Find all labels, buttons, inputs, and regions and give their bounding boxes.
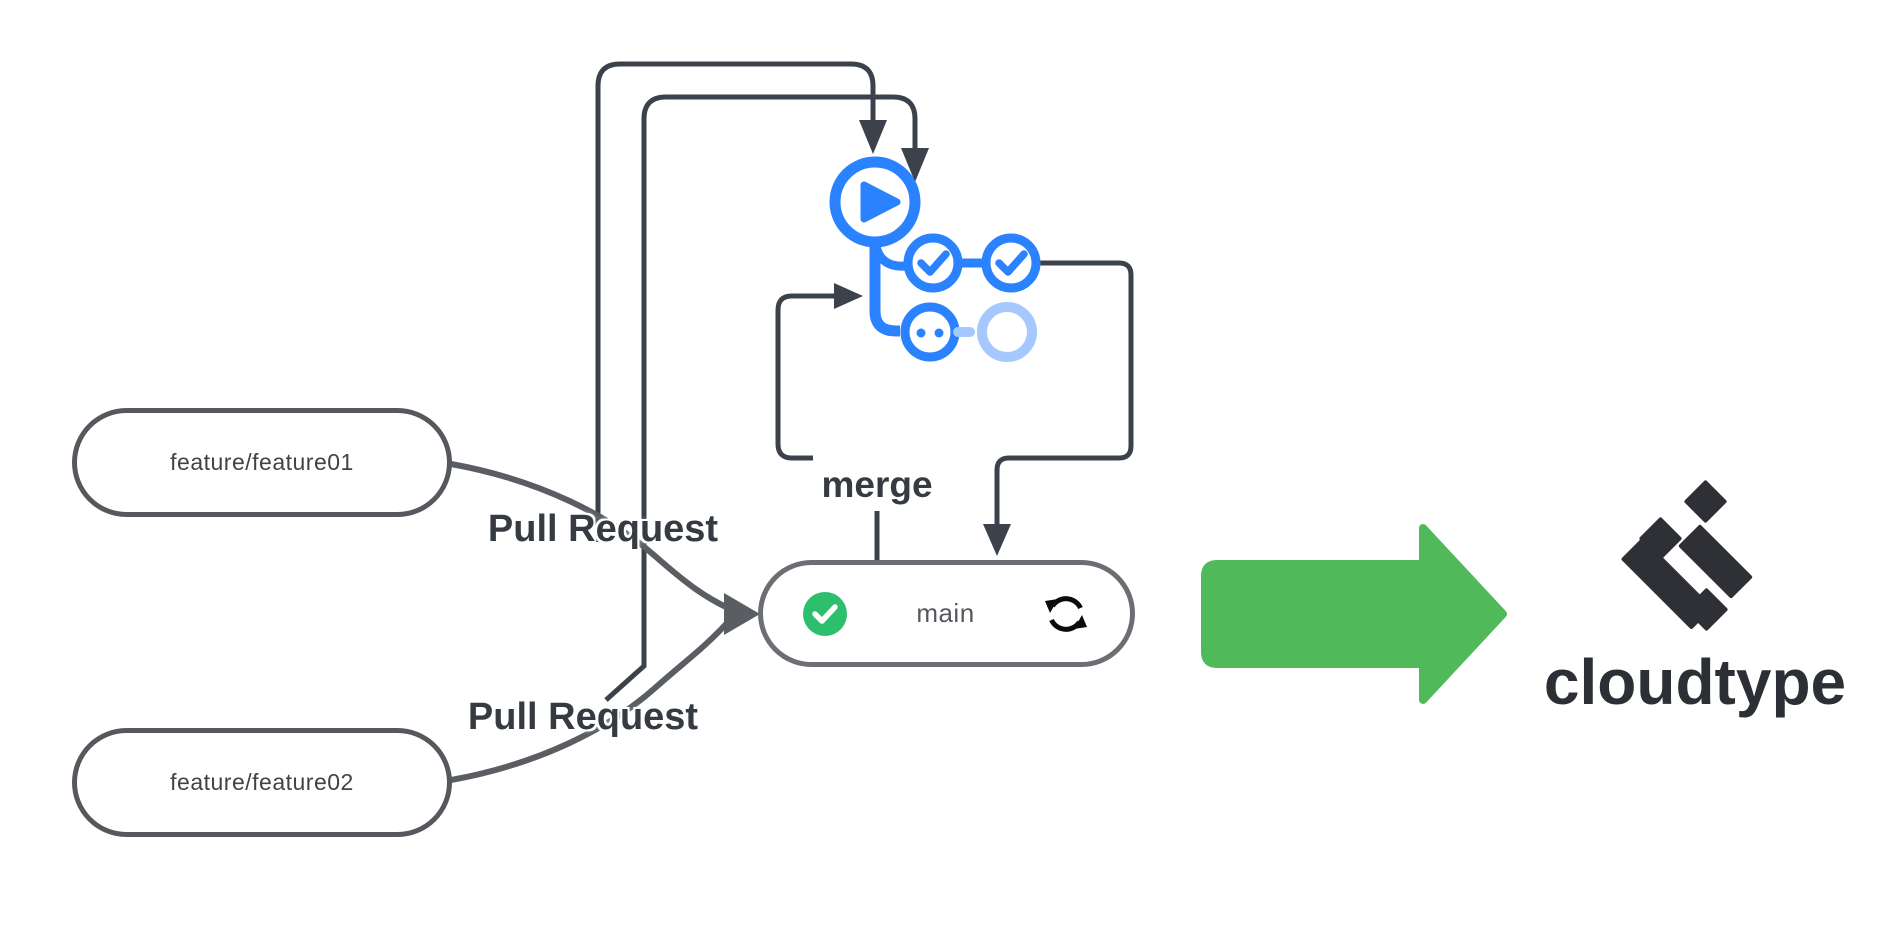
merge-connector: [775, 293, 880, 561]
pr-curves: [450, 461, 731, 783]
pending-step-circle: [977, 302, 1037, 362]
sync-refresh-icon: [1044, 595, 1087, 632]
pr2-loop-arrowhead: [901, 148, 929, 182]
success-check-icon: [803, 591, 847, 636]
pr1-loop-arrowhead: [859, 120, 887, 154]
workflow-to-main-arrowhead: [983, 524, 1011, 556]
pr-merge-arrowhead: [724, 593, 760, 635]
cloudtype-diamond-logo-icon: [1610, 478, 1760, 632]
running-step-circle: [900, 302, 960, 362]
pull-request-label-1: Pull Request: [487, 508, 719, 550]
play-icon: [860, 181, 901, 223]
main-branch-label: main: [916, 598, 975, 628]
feature-branch-2-label: feature/feature02: [170, 769, 354, 795]
pr2-curve: [450, 619, 731, 783]
pull-request-label-2: Pull Request: [467, 696, 699, 738]
ci-workflow-pipeline-icon: [829, 156, 1041, 362]
check-icon: [917, 250, 950, 276]
workflow-to-main-connector: [994, 260, 1134, 526]
check-icon: [995, 250, 1028, 276]
pr1-curve: [450, 461, 730, 611]
node-main-branch: main: [758, 560, 1135, 667]
pr1-loop-connector: [595, 61, 876, 542]
deploy-arrow-icon: [1201, 524, 1507, 704]
cloudtype-wordmark: cloudtype: [1543, 646, 1847, 718]
merge-arrowhead: [834, 283, 863, 309]
feature-branch-1-label: feature/feature01: [170, 449, 354, 475]
node-feature-branch-2: feature/feature02: [72, 728, 452, 837]
pr2-loop-connector: [604, 94, 918, 702]
node-feature-branch-1: feature/feature01: [72, 408, 452, 517]
merge-label: merge: [821, 464, 933, 505]
